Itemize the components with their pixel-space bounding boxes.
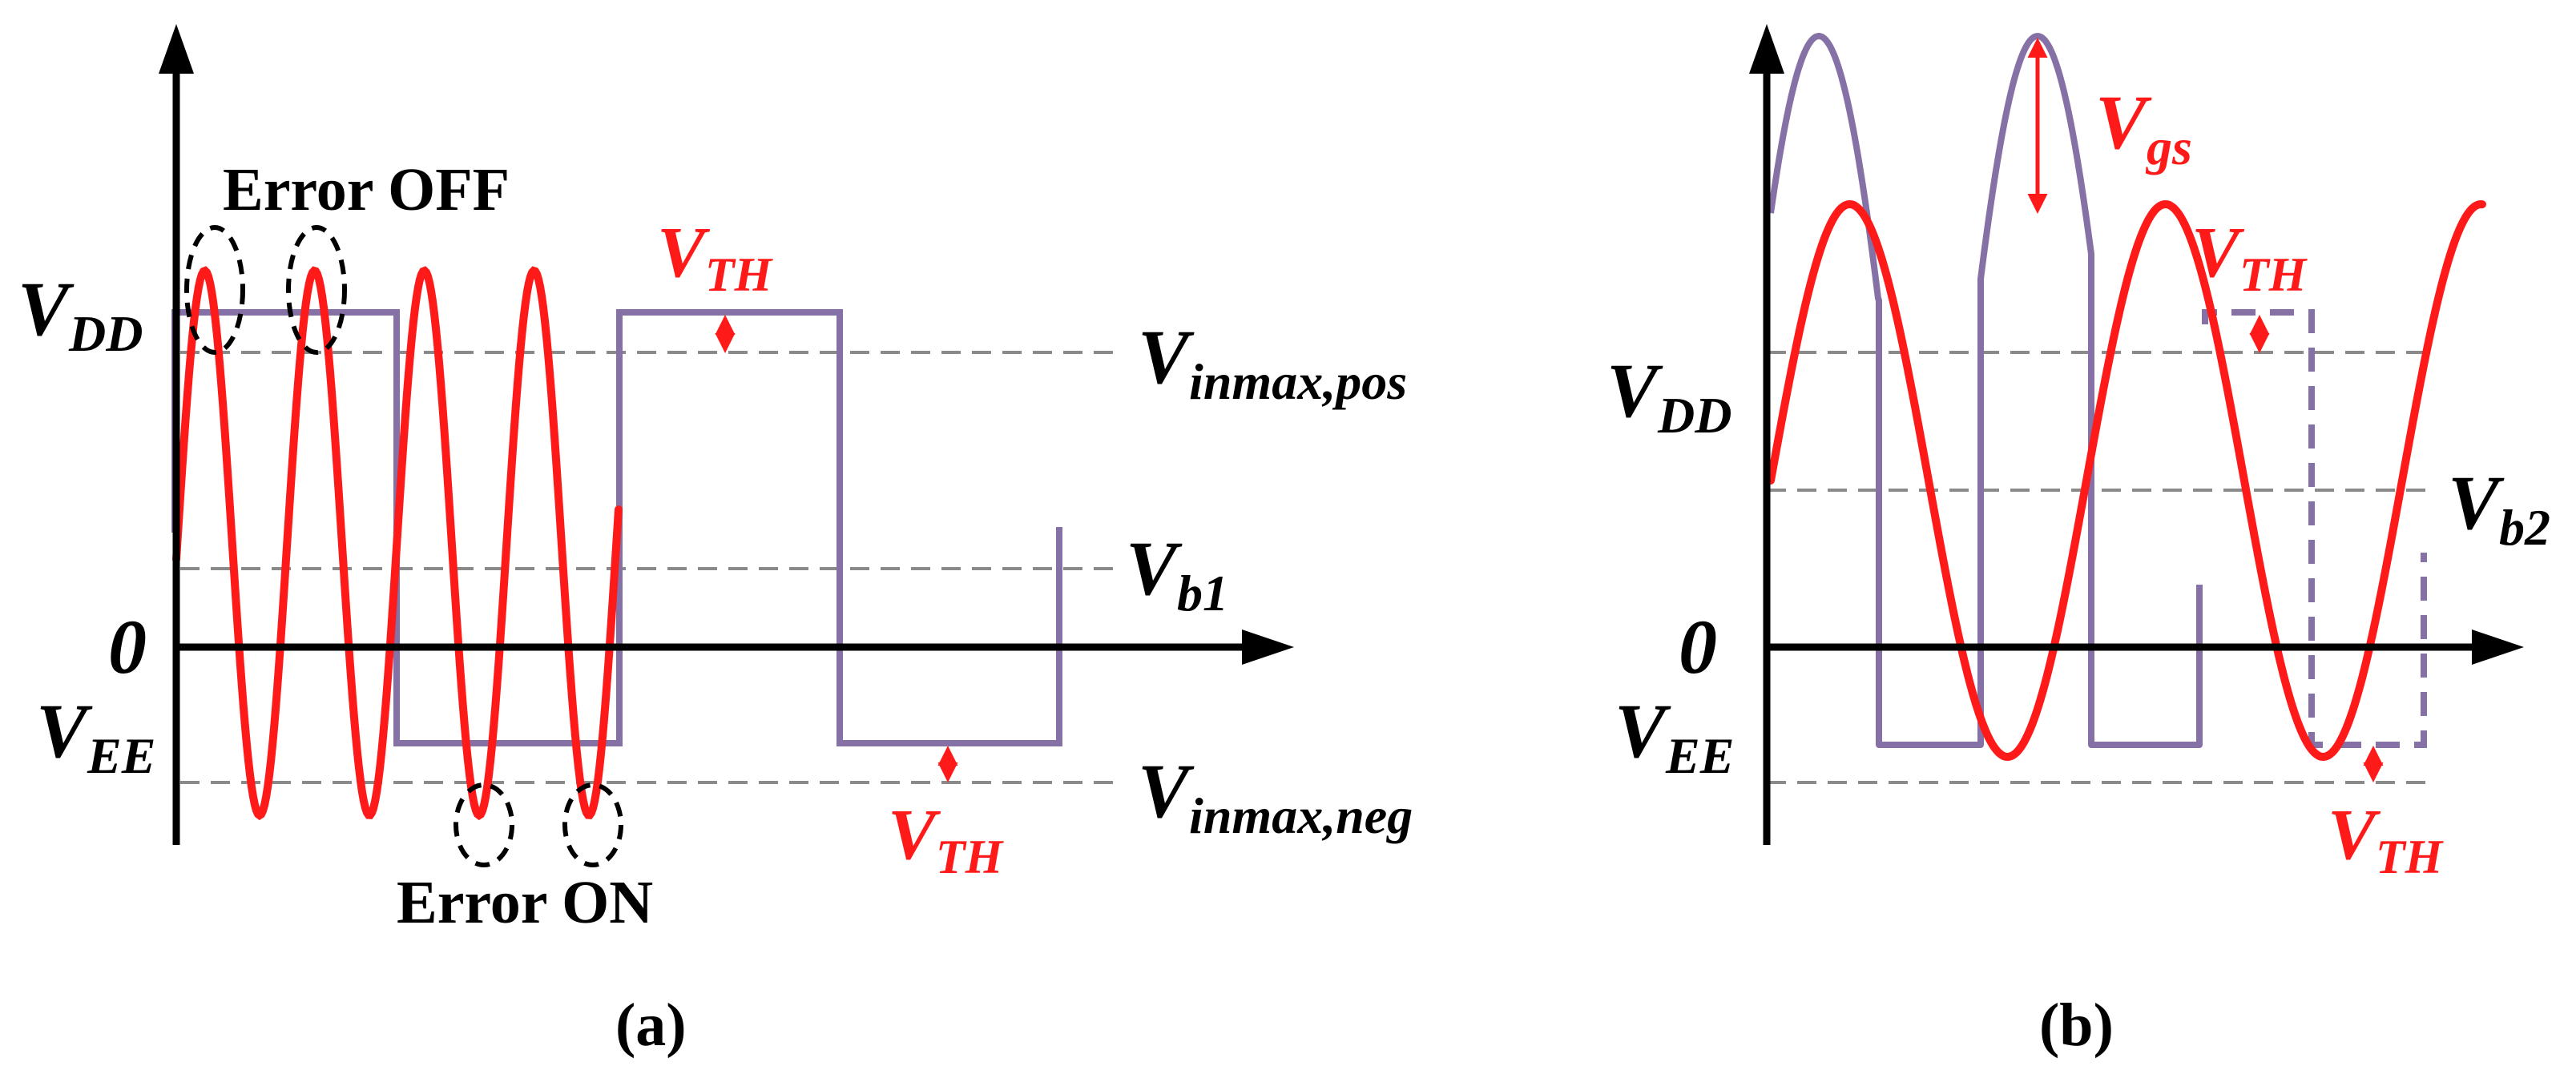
gate-waveform-b-dashed (2202, 309, 2427, 748)
caption-b: (b) (2039, 992, 2114, 1059)
error-on-label: Error ON (397, 869, 653, 936)
signal-waveform-a (172, 266, 623, 821)
x-axis-arrow-a (1242, 630, 1294, 665)
vinmax-pos-label: Vinmax,pos (1138, 314, 1407, 410)
error-off-circle-2 (286, 225, 347, 355)
vth-top-label-b: VTH (2191, 213, 2308, 301)
x-axis-arrow-b (2472, 630, 2524, 665)
vth-bottom-label-b: VTH (2328, 795, 2445, 883)
y-axis-arrow-b (1749, 24, 1784, 74)
panel-a: VDD 0 VEE Error OFF Error ON VTH VTH Vin… (18, 24, 1413, 1059)
vee-label-a: VEE (36, 688, 155, 784)
signal-waveform-b (1767, 199, 2486, 762)
panel-b: VDD 0 VEE Vgs VTH Vb2 VTH (b) (1606, 24, 2550, 1059)
vdd-label-b: VDD (1606, 348, 1731, 444)
error-on-circle-2 (562, 782, 623, 867)
vee-label-b: VEE (1615, 688, 1734, 784)
zero-label-b: 0 (1679, 604, 1717, 690)
vinmax-neg-label: Vinmax,neg (1138, 748, 1413, 844)
vth-top-label-a: VTH (657, 213, 774, 301)
zero-label-a: 0 (108, 604, 147, 690)
y-axis-arrow-a (159, 24, 194, 74)
vgs-label: Vgs (2095, 79, 2192, 175)
error-off-circle-1 (184, 225, 245, 355)
error-off-label: Error OFF (223, 156, 510, 223)
vb1-label: Vb1 (1126, 525, 1228, 621)
gate-waveform-b (1768, 33, 2203, 748)
caption-a: (a) (615, 992, 687, 1059)
vdd-label-a: VDD (18, 266, 143, 362)
vb2-label: Vb2 (2448, 460, 2550, 556)
error-on-circle-1 (454, 782, 514, 867)
vth-bottom-label-a: VTH (888, 795, 1005, 883)
